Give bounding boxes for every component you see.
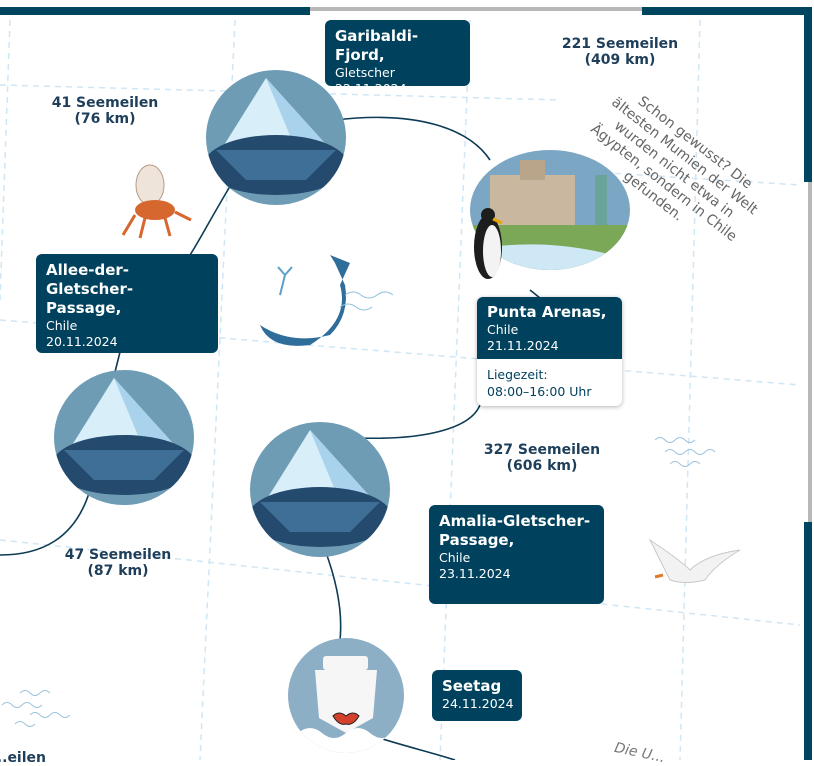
layover-time: 08:00–16:00 Uhr: [487, 384, 592, 399]
distance-km: (606 km): [506, 458, 578, 474]
stop-card-seetag[interactable]: Seetag 24.11.2024: [432, 670, 522, 721]
stop-subtitle: Gletscher: [335, 65, 395, 80]
distance-label: ...eilen: [0, 750, 46, 766]
frame-right-top: [804, 7, 812, 182]
stop-card-punta-arenas[interactable]: Punta Arenas, Chile 21.11.2024 Liegezeit…: [477, 297, 622, 406]
waves-icon: [1, 690, 71, 727]
iceberg-icon: [206, 78, 346, 195]
distance-nm: 221 Seemeilen: [561, 36, 679, 52]
distance-label: 221 Seemeilen(409 km): [555, 36, 685, 68]
distance-label: 47 Seemeilen(87 km): [58, 547, 178, 579]
stop-date: 22.11.2024: [335, 81, 407, 96]
frame-right-gray: [808, 182, 812, 522]
stop-date: 20.11.2024: [46, 334, 118, 349]
distance-nm: 47 Seemeilen: [64, 547, 172, 563]
iceberg-illustration: [54, 370, 194, 505]
hermit-crab-icon: [121, 164, 192, 239]
iceberg-icon: [250, 430, 390, 547]
iceberg-illustration: [206, 70, 346, 205]
stop-name: Garibaldi-Fjord,: [335, 27, 419, 64]
stop-name: Amalia-Gletscher-Passage,: [439, 512, 591, 549]
whale-icon: [260, 255, 394, 346]
waves-icon: [654, 437, 716, 467]
stop-date: 23.11.2024: [439, 566, 511, 581]
distance-label: 327 Seemeilen(606 km): [477, 442, 607, 474]
cruise-ship-icon: [288, 656, 404, 753]
seagull-icon: [648, 538, 741, 583]
sea-day-ship-illustration: [288, 638, 404, 753]
frame-top-left: [0, 7, 310, 15]
distance-nm: 41 Seemeilen: [51, 95, 159, 111]
iceberg-illustration: [250, 422, 390, 557]
distance-km: (409 km): [584, 52, 656, 68]
distance-label: 41 Seemeilen(76 km): [45, 95, 165, 127]
stop-subtitle: Chile: [439, 550, 471, 565]
stop-date: 21.11.2024: [487, 338, 559, 353]
layover-label: Liegezeit:: [487, 367, 548, 382]
frame-top-right: [642, 7, 812, 15]
distance-nm: ...eilen: [0, 750, 46, 766]
frame-right-bottom: [804, 522, 812, 760]
distance-nm: 327 Seemeilen: [483, 442, 601, 458]
stop-name: Seetag: [442, 677, 502, 695]
distance-km: (87 km): [87, 563, 149, 579]
stop-card-amalia-gletscher[interactable]: Amalia-Gletscher-Passage, Chile 23.11.20…: [429, 505, 604, 604]
stop-subtitle: Chile: [487, 322, 519, 337]
distance-km: (76 km): [74, 111, 136, 127]
iceberg-icon: [54, 378, 194, 495]
frame-top-gray: [310, 7, 642, 11]
stop-name: Allee-der-Gletscher-Passage,: [46, 261, 134, 317]
penguin-icon: [474, 208, 503, 279]
stop-card-garibaldi-fjord[interactable]: Garibaldi-Fjord, Gletscher 22.11.2024: [325, 20, 470, 96]
stop-subtitle: Chile: [46, 318, 78, 333]
stop-date: 24.11.2024: [442, 696, 514, 711]
stop-card-allee-der-gletscher[interactable]: Allee-der-Gletscher-Passage, Chile 20.11…: [36, 254, 218, 353]
stop-name: Punta Arenas,: [487, 303, 607, 321]
